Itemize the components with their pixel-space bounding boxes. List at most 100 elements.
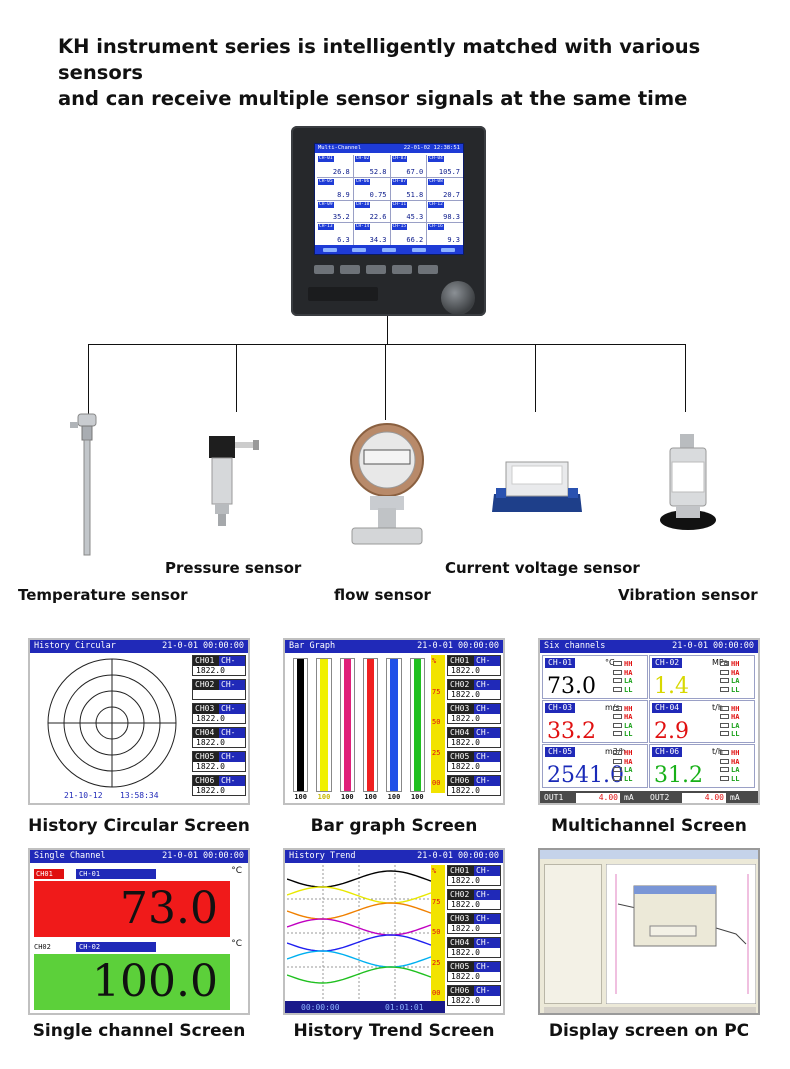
soft-key <box>381 247 396 252</box>
recorder-channel-value: 9.3 <box>447 236 460 244</box>
single-channel-caption: Single channel Screen <box>32 1021 246 1041</box>
bar-5 <box>386 658 402 792</box>
trend-line-7 <box>287 966 431 984</box>
multichannel-unit: m/s <box>605 702 620 712</box>
alarm-indicator: HA <box>720 758 750 767</box>
recorder-channel-value: 67.0 <box>406 167 424 176</box>
recorder-button <box>392 265 412 274</box>
channel-value: 1822.0 <box>451 948 480 957</box>
screen-clock: 21-0-01 00:00:00 <box>162 851 244 861</box>
channel-tag: CH01 <box>193 656 219 666</box>
headline-line-2: and can receive multiple sensor signals … <box>58 87 688 110</box>
trend-timebar: 00:00:00 01:01:01 <box>285 1001 445 1013</box>
alarm-label: HA <box>624 713 633 722</box>
channel-value: 1822.0 <box>451 714 480 723</box>
channel-tag: CH05 <box>193 752 219 762</box>
recorder-channel-value: 35.2 <box>332 213 350 222</box>
alarm-indicator: LA <box>613 677 643 686</box>
alarm-indicator: LA <box>613 722 643 731</box>
recorder-card-slot <box>308 287 378 301</box>
bar-area <box>289 658 429 792</box>
channel-value: 1822.0 <box>196 786 225 795</box>
ch1-tag: CH01 <box>34 869 64 879</box>
alarm-label: LL <box>731 730 740 739</box>
recorder-channel-value: 8.9 <box>337 190 350 199</box>
alarm-label: LL <box>624 730 633 739</box>
channel-label: CH-02 <box>474 680 500 699</box>
multichannel-label: CH-06 <box>652 747 683 758</box>
recorder-channel-value: 26.8 <box>332 167 350 176</box>
screen-titlebar: Six channels 21-0-01 00:00:00 <box>540 640 758 653</box>
recorder-channel-value: 66.2 <box>406 236 424 244</box>
bar-fill <box>390 659 398 791</box>
wire-drop-current <box>535 344 536 412</box>
recorder-channel-value: 34.3 <box>369 236 387 244</box>
alarm-label: LL <box>624 685 633 694</box>
screen-titlebar: History Trend 21-0-01 00:00:00 <box>285 850 503 863</box>
channel-label: CH-05 <box>219 752 245 771</box>
scale-label: 50 <box>432 928 441 936</box>
pc-left-panel <box>544 864 602 1004</box>
channel-label: CH-04 <box>219 728 245 747</box>
channel-label: CH-04 <box>474 938 500 957</box>
alarm-label: LA <box>731 766 740 775</box>
channel-tag: CH01 <box>448 866 474 876</box>
alarm-label: HA <box>731 757 740 766</box>
alarm-indicator: HA <box>720 713 750 722</box>
screen-title: History Circular <box>34 641 116 651</box>
out1-value: 4.00 <box>576 793 620 803</box>
multichannel-value: 2541.0 <box>547 763 624 789</box>
channel-value: 1822.0 <box>196 762 225 771</box>
alarm-label: LA <box>731 721 740 730</box>
circular-date: 21-10-12 <box>64 791 103 800</box>
trend-chart <box>287 865 431 1001</box>
screen-title: History Trend <box>289 851 356 861</box>
recorder-channel-label: CH-10 <box>354 201 371 208</box>
alarm-indicator: HH <box>613 749 643 758</box>
alarm-indicator: LL <box>613 775 643 784</box>
flow-sensor-label: flow sensor <box>334 586 431 604</box>
recorder-channel-value: 6.3 <box>337 236 350 244</box>
trend-line-1 <box>287 870 431 888</box>
trend-line-4 <box>287 918 431 936</box>
pc-window-titlebar <box>540 850 758 859</box>
alarm-label: LA <box>624 721 633 730</box>
channel-tag: CH06 <box>448 776 474 786</box>
recorder-channel-value: 51.8 <box>406 190 424 199</box>
alarm-indicator: LA <box>720 677 750 686</box>
bar-fill <box>297 659 305 791</box>
channel-tag: CH02 <box>448 680 474 690</box>
scale-label: % <box>432 657 437 665</box>
alarm-indicator: HA <box>613 713 643 722</box>
flow-sensor-image <box>350 423 424 545</box>
channel-label: CH-05 <box>474 752 500 771</box>
channel-tag: CH06 <box>193 776 219 786</box>
recorder-channel-label: CH-13 <box>318 224 334 231</box>
bar-value-label: 100 <box>340 793 354 801</box>
multichannel-value: 2.9 <box>654 718 689 744</box>
trend-line-3 <box>287 902 431 920</box>
channel-tag: CH05 <box>448 962 474 972</box>
alarm-indicator: LL <box>720 686 750 695</box>
bar-fill <box>320 659 328 791</box>
recorder-channel-label: CH-05 <box>318 178 334 185</box>
alarm-label: HH <box>731 704 740 713</box>
recorder-screen-title: Multi-Channel <box>318 145 362 151</box>
alarm-label: HH <box>624 704 633 713</box>
current-voltage-sensor-label: Current voltage sensor <box>445 559 640 577</box>
vibration-sensor-label: Vibration sensor <box>618 586 758 604</box>
